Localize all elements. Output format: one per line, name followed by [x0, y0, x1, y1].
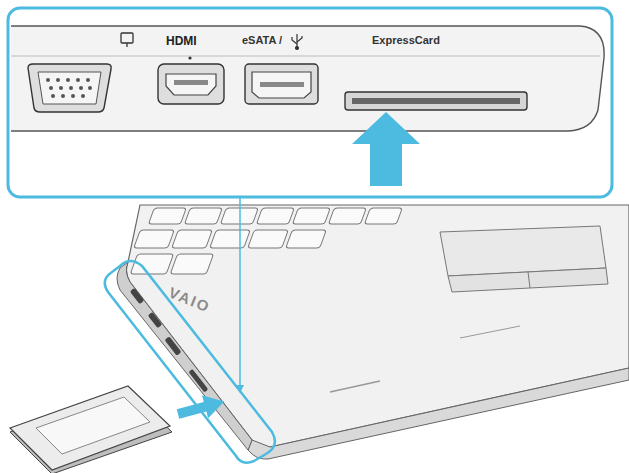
laptop-front-edge: [248, 368, 629, 459]
port-label: HDMI: [166, 35, 197, 47]
key: [328, 208, 366, 224]
monitor-icon: [121, 33, 133, 43]
keyboard: [124, 208, 402, 274]
key: [210, 230, 251, 248]
hdmi-port: [158, 64, 224, 104]
side-port: [164, 336, 181, 355]
edge-line: [11, 56, 600, 57]
vga-socket: [38, 72, 101, 104]
hdmi-contacts: [174, 80, 208, 85]
button-divider: [528, 272, 530, 288]
slot-opening: [352, 98, 520, 104]
insert-arrow: [352, 112, 420, 186]
insert-arrow: [175, 390, 228, 426]
side-port: [148, 312, 163, 328]
key: [292, 208, 330, 224]
side-port: [130, 288, 145, 304]
key: [172, 230, 213, 248]
callout-box: [8, 8, 612, 197]
vga-port: [28, 64, 111, 112]
touchpad: [440, 226, 606, 276]
front-detail: [330, 381, 380, 392]
key: [148, 208, 186, 224]
key: [170, 254, 213, 274]
laptop-top-surface: [126, 205, 629, 447]
touchpad-buttons: [448, 268, 608, 292]
key: [286, 230, 327, 248]
esata-socket: [252, 72, 311, 98]
card-label-area: [36, 397, 150, 454]
port-label: eSATA /: [242, 35, 282, 46]
key: [248, 230, 289, 248]
side-port: [188, 369, 208, 393]
leader-line: [239, 198, 241, 392]
esata-port: [245, 64, 318, 104]
esata-contacts: [260, 82, 304, 87]
insert-arrow-shape: [175, 390, 228, 426]
side-closeup: [11, 26, 604, 186]
monitor-icon: [126, 43, 127, 47]
port-label: ExpressCard: [372, 35, 440, 46]
key: [134, 230, 175, 248]
laptop-edge: [11, 26, 604, 131]
brand-logo: VAIO: [167, 284, 213, 314]
usb-icon: [292, 34, 302, 50]
expresscard-module: [10, 386, 172, 473]
port-marker: [188, 56, 191, 59]
card-body: [10, 386, 170, 470]
hdmi-socket: [166, 74, 216, 95]
key: [364, 208, 402, 224]
front-detail: [460, 326, 520, 338]
key: [184, 208, 222, 224]
vga-pins: [46, 78, 92, 98]
key: [130, 254, 173, 274]
key: [256, 208, 294, 224]
expresscard-slot: [345, 92, 527, 110]
